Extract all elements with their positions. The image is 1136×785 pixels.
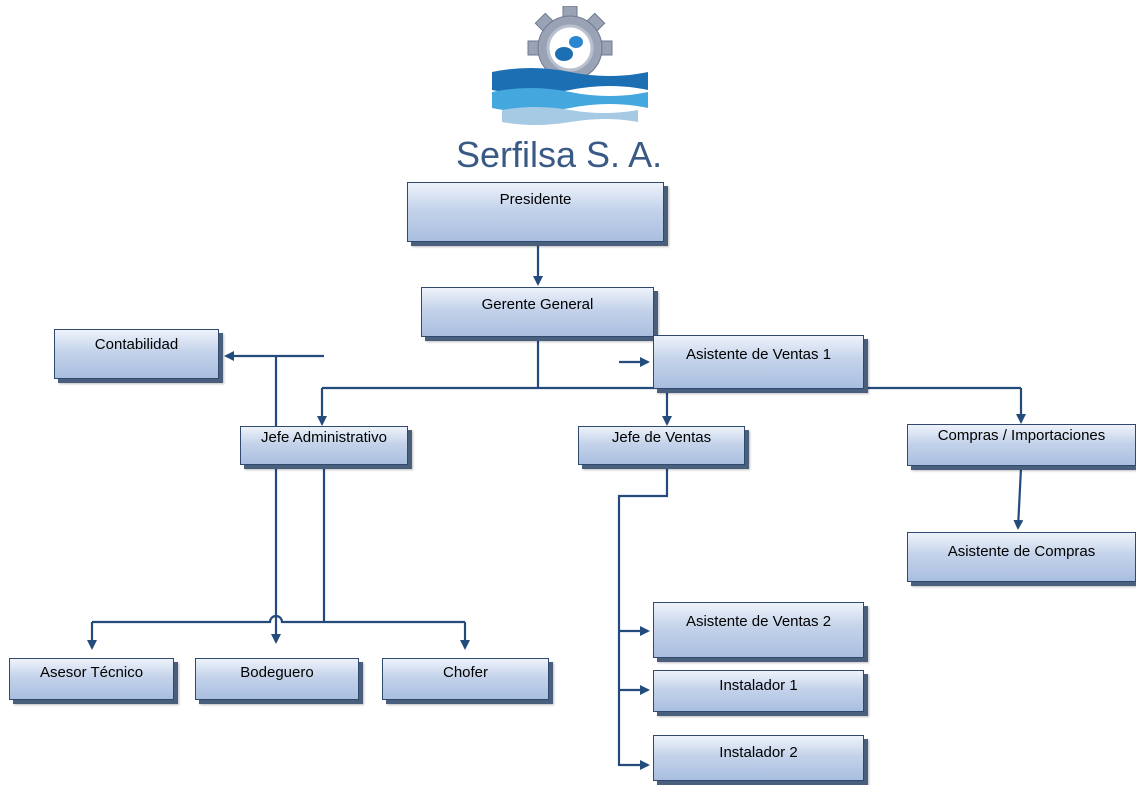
node-label: Instalador 1 (719, 677, 798, 694)
node-asistente-ventas-2: Asistente de Ventas 2 (653, 602, 864, 658)
serfilsa-logo (492, 6, 648, 125)
node-label: Contabilidad (94, 336, 179, 353)
node-gerente-general: Gerente General (421, 287, 654, 337)
node-label: Gerente General (481, 296, 594, 313)
node-label: Asesor Técnico (39, 664, 144, 681)
node-jefe-administrativo: Jefe Administrativo (240, 426, 408, 465)
node-label: Asistente de Ventas 2 (685, 613, 832, 630)
node-label: Jefe de Ventas (611, 429, 712, 446)
company-name: Serfilsa S. A. (456, 134, 663, 175)
node-bodeguero: Bodeguero (195, 658, 359, 700)
node-label: Instalador 2 (719, 744, 798, 761)
node-instalador-2: Instalador 2 (653, 735, 864, 781)
node-label: Compras / Importaciones (937, 427, 1106, 444)
node-label: Chofer (442, 664, 489, 681)
node-asesor-tecnico: Asesor Técnico (9, 658, 174, 700)
node-jefe-de-ventas: Jefe de Ventas (578, 426, 745, 465)
node-label: Presidente (499, 191, 572, 208)
node-label: Asistente de Compras (947, 543, 1096, 560)
node-asistente-ventas-1: Asistente de Ventas 1 (653, 335, 864, 389)
node-contabilidad: Contabilidad (54, 329, 219, 379)
node-asistente-compras: Asistente de Compras (907, 532, 1136, 582)
node-presidente: Presidente (407, 182, 664, 242)
node-instalador-1: Instalador 1 (653, 670, 864, 712)
node-label: Jefe Administrativo (261, 429, 387, 446)
node-label: Bodeguero (240, 664, 314, 681)
node-chofer: Chofer (382, 658, 549, 700)
node-label: Asistente de Ventas 1 (685, 346, 832, 363)
node-compras-importaciones: Compras / Importaciones (907, 424, 1136, 466)
